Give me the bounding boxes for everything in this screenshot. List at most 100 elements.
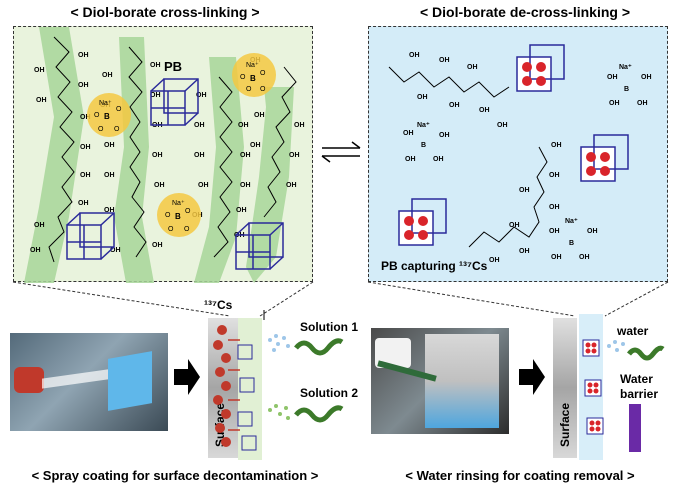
svg-text:OH: OH bbox=[104, 142, 115, 149]
svg-text:OH: OH bbox=[196, 92, 207, 99]
svg-text:OH: OH bbox=[637, 100, 648, 107]
svg-text:O: O bbox=[184, 226, 190, 233]
svg-text:OH: OH bbox=[150, 62, 161, 69]
svg-text:OH: OH bbox=[551, 142, 562, 149]
rinse-diagram-right bbox=[579, 314, 665, 460]
svg-text:OH: OH bbox=[104, 207, 115, 214]
svg-text:OH: OH bbox=[254, 112, 265, 119]
svg-text:OH: OH bbox=[36, 97, 47, 104]
de-crosslinking-diagram: OH OH OH OH OH OH OH OH OH OH OH OH OH OH Na⁺ OH B… bbox=[388, 44, 652, 264]
svg-text:OH: OH bbox=[609, 100, 620, 107]
svg-text:OH: OH bbox=[641, 74, 652, 81]
svg-text:OH: OH bbox=[150, 92, 161, 99]
pb-label: PB bbox=[164, 59, 183, 74]
svg-text:OH: OH bbox=[240, 182, 251, 189]
connector-lines bbox=[12, 281, 669, 317]
svg-text:OH: OH bbox=[78, 200, 89, 207]
svg-text:OH: OH bbox=[449, 102, 460, 109]
svg-text:OH: OH bbox=[467, 64, 478, 71]
spray-photo bbox=[10, 333, 168, 431]
pb-cube-2 bbox=[66, 212, 115, 260]
svg-text:OH: OH bbox=[409, 52, 420, 59]
polymer-bands bbox=[24, 27, 294, 283]
svg-text:OH: OH bbox=[194, 152, 205, 159]
solution2-label: Solution 2 bbox=[300, 386, 358, 400]
svg-text:B: B bbox=[175, 212, 181, 221]
borate-crosslink-3: Na⁺ B O O O O bbox=[157, 193, 201, 237]
spray-gun bbox=[14, 367, 44, 393]
svg-text:O: O bbox=[185, 208, 191, 215]
svg-text:OH: OH bbox=[479, 107, 490, 114]
water-barrier-label: Water barrier bbox=[620, 372, 659, 401]
surface-right bbox=[553, 318, 577, 458]
svg-text:OH: OH bbox=[34, 67, 45, 74]
solution1-label: Solution 1 bbox=[300, 320, 358, 334]
svg-text:B: B bbox=[569, 240, 574, 247]
svg-text:Na⁺: Na⁺ bbox=[417, 122, 430, 129]
crosslinking-panel: OH OH OH OH OH OH OH OH OH OH OH OH OH OH OH OH OH O… bbox=[13, 26, 313, 283]
pb-cs-cube-3 bbox=[398, 198, 447, 246]
rinse-photo bbox=[371, 328, 509, 434]
svg-text:OH: OH bbox=[152, 152, 163, 159]
borate-crosslink-1: Na⁺ B O O O O bbox=[87, 93, 131, 137]
svg-text:OH: OH bbox=[519, 248, 530, 255]
borate-ion-3: Na⁺ OH B OH OH OH bbox=[549, 218, 598, 261]
de-crosslinking-panel: OH OH OH OH OH OH OH OH OH OH OH OH OH OH Na⁺ OH B… bbox=[368, 26, 668, 282]
svg-text:OH: OH bbox=[417, 94, 428, 101]
pb-cube-1 bbox=[150, 78, 199, 126]
svg-text:O: O bbox=[94, 112, 100, 119]
svg-text:OH: OH bbox=[102, 72, 113, 79]
svg-text:OH: OH bbox=[579, 254, 590, 261]
svg-text:OH: OH bbox=[405, 156, 416, 163]
metal-panel bbox=[425, 334, 499, 428]
coating-diagram-left bbox=[213, 310, 344, 460]
svg-text:B: B bbox=[624, 86, 629, 93]
svg-text:OH: OH bbox=[34, 222, 45, 229]
polymer-chains bbox=[48, 36, 297, 263]
svg-text:O: O bbox=[168, 226, 174, 233]
svg-text:OH: OH bbox=[519, 187, 530, 194]
pb-cs-cube-2 bbox=[580, 134, 629, 182]
svg-text:OH: OH bbox=[433, 156, 444, 163]
svg-text:B: B bbox=[250, 74, 256, 83]
svg-text:OH: OH bbox=[509, 222, 520, 229]
svg-text:OH: OH bbox=[78, 52, 89, 59]
svg-text:OH: OH bbox=[104, 172, 115, 179]
free-polymer-chains bbox=[388, 66, 548, 248]
svg-text:OH: OH bbox=[587, 228, 598, 235]
svg-text:OH: OH bbox=[80, 172, 91, 179]
svg-text:OH: OH bbox=[154, 182, 165, 189]
svg-text:Na⁺: Na⁺ bbox=[246, 62, 259, 69]
svg-text:OH: OH bbox=[551, 254, 562, 261]
svg-text:Na⁺: Na⁺ bbox=[565, 218, 578, 225]
equilibrium-arrows-icon bbox=[321, 141, 361, 163]
spray-caption: < Spray coating for surface decontaminat… bbox=[31, 468, 319, 483]
svg-text:OH: OH bbox=[549, 204, 560, 211]
svg-text:OH: OH bbox=[110, 247, 121, 254]
svg-text:OH: OH bbox=[240, 152, 251, 159]
svg-text:OH: OH bbox=[30, 247, 41, 254]
water-label: water bbox=[617, 324, 649, 338]
svg-text:OH: OH bbox=[289, 152, 300, 159]
svg-text:O: O bbox=[246, 86, 252, 93]
svg-text:OH: OH bbox=[439, 132, 450, 139]
arrow-right-icon bbox=[174, 359, 200, 395]
svg-text:OH: OH bbox=[78, 82, 89, 89]
svg-text:OH: OH bbox=[549, 228, 560, 235]
svg-text:O: O bbox=[165, 212, 171, 219]
pb-cube-3 bbox=[235, 222, 284, 270]
svg-text:OH: OH bbox=[489, 257, 500, 264]
svg-text:O: O bbox=[240, 74, 246, 81]
svg-text:OH: OH bbox=[497, 122, 508, 129]
borate-crosslink-2: Na⁺ B O O O O bbox=[232, 53, 276, 97]
crosslinking-diagram: OH OH OH OH OH OH OH OH OH OH OH OH OH OH OH OH OH O… bbox=[24, 27, 305, 283]
svg-text:B: B bbox=[421, 142, 426, 149]
svg-text:O: O bbox=[260, 70, 266, 77]
svg-text:Na⁺: Na⁺ bbox=[172, 200, 185, 207]
svg-text:O: O bbox=[260, 86, 266, 93]
svg-text:OH: OH bbox=[439, 57, 450, 64]
svg-text:OH: OH bbox=[152, 242, 163, 249]
svg-text:OH: OH bbox=[198, 182, 209, 189]
pb-cs-cube-1 bbox=[516, 44, 565, 92]
svg-text:OH: OH bbox=[80, 144, 91, 151]
